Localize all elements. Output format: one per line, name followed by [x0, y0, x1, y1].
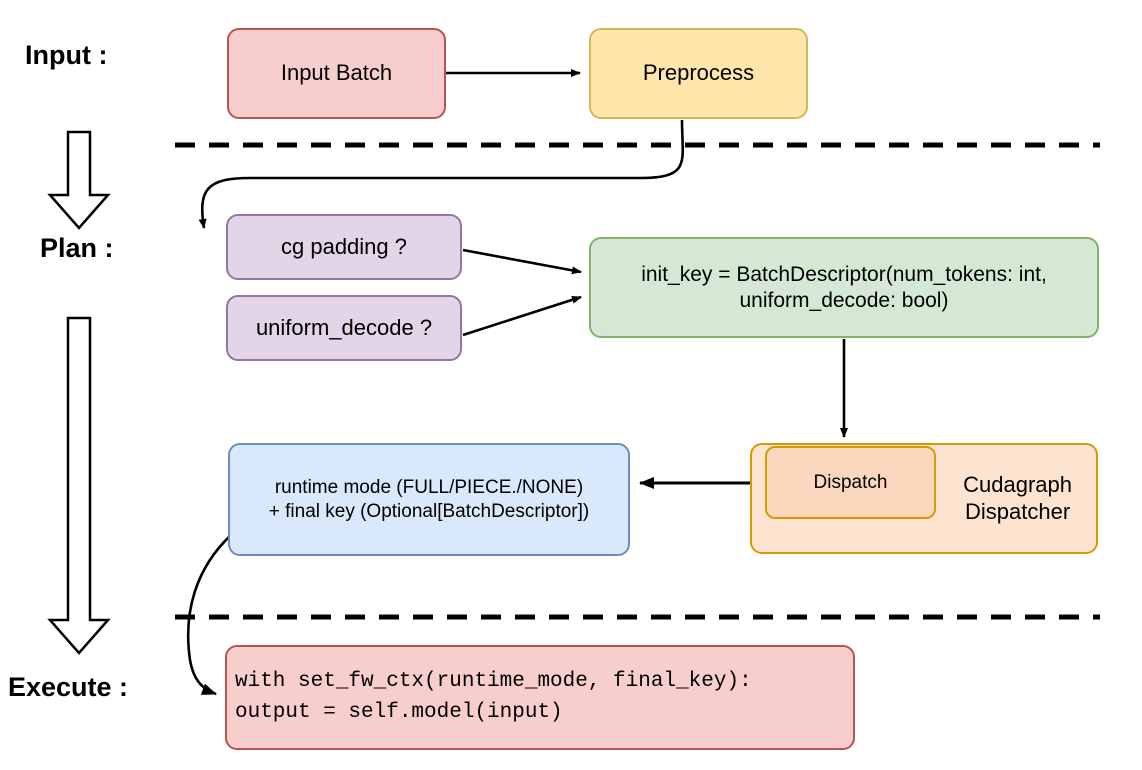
node-input-batch[interactable]: Input Batch [227, 28, 446, 119]
edge-uniform-decode-to-init-key [462, 295, 582, 337]
node-exec-code[interactable]: with set_fw_ctx(runtime_mode, final_key)… [225, 645, 855, 750]
stage-label-execute: Execute : [8, 672, 129, 702]
node-cg-padding[interactable]: cg padding ? [226, 214, 462, 280]
node-runtime-mode[interactable]: runtime mode (FULL/PIECE./NONE) + final … [228, 443, 630, 556]
edge-cg-padding-to-init-key [462, 248, 582, 275]
node-init-key[interactable]: init_key = BatchDescriptor(num_tokens: i… [589, 237, 1099, 338]
node-uniform-decode[interactable]: uniform_decode ? [226, 295, 462, 361]
node-preprocess[interactable]: Preprocess [589, 28, 808, 119]
stage-label-input: Input : [25, 40, 108, 70]
plan-to-execute-arrow [47, 316, 111, 655]
edge-preprocess-to-cg-padding [198, 119, 685, 229]
stage-label-plan: Plan : [40, 233, 114, 263]
input-to-plan-arrow [47, 130, 111, 230]
node-dispatch[interactable]: Dispatch [765, 446, 936, 519]
